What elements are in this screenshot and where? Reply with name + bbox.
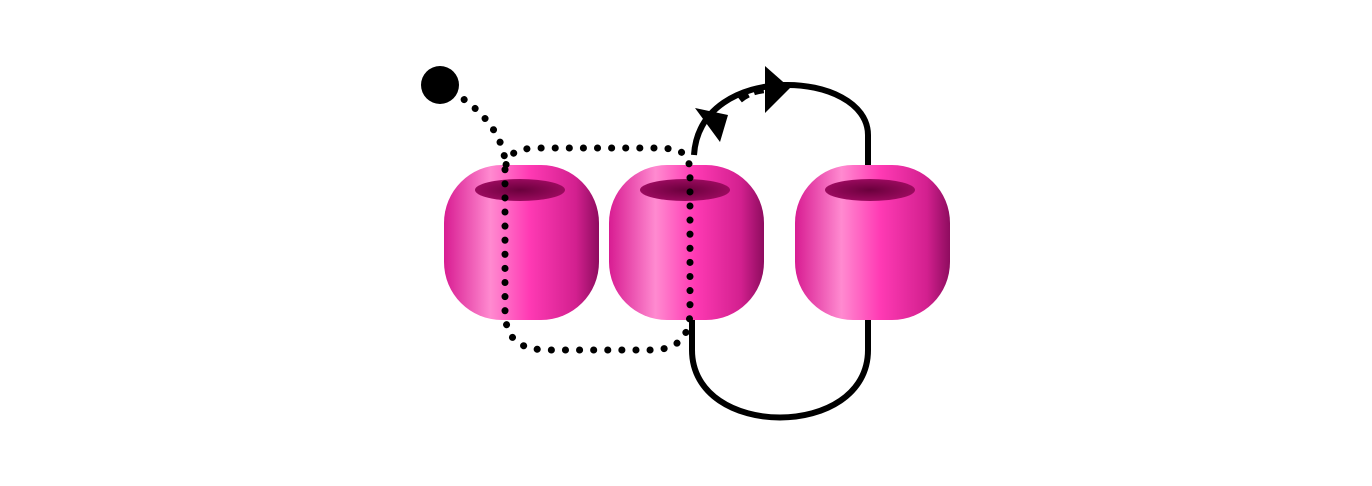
bead-3	[795, 165, 950, 320]
arrowhead-icon	[765, 66, 790, 113]
bead-hole	[640, 179, 730, 201]
bead-hole	[825, 179, 915, 201]
bead-2	[609, 165, 764, 320]
arrowhead-icon	[695, 108, 728, 142]
bead-hole	[475, 179, 565, 201]
start-marker	[421, 66, 459, 104]
bead-1	[444, 165, 599, 320]
threaded-path	[436, 81, 694, 354]
loop-path	[689, 87, 871, 421]
